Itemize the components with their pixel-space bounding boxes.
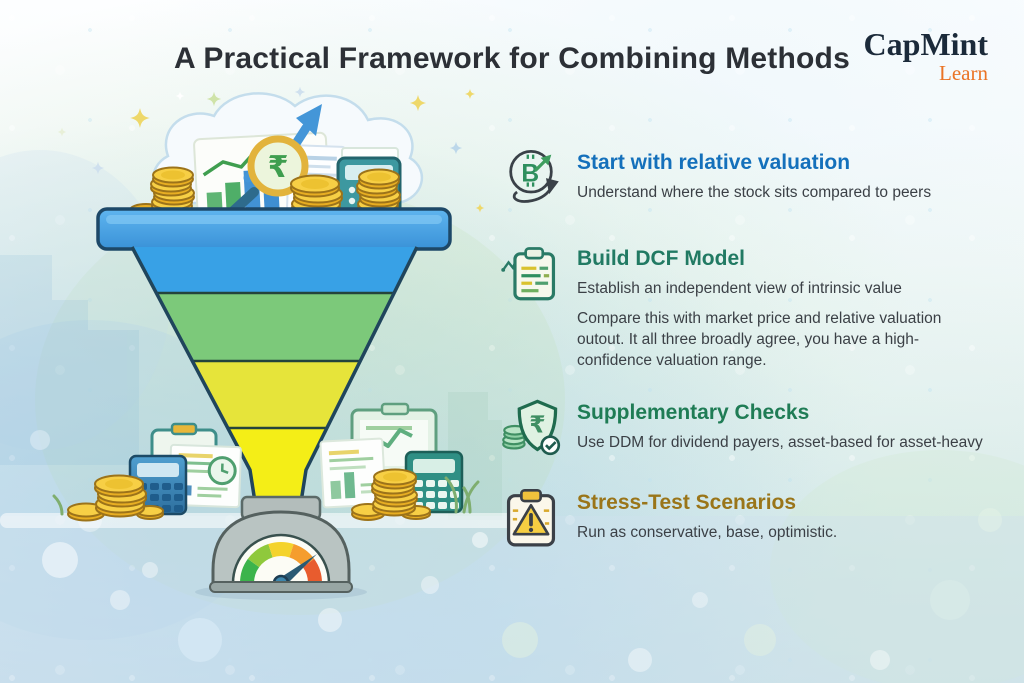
funnel-stage-4 (227, 428, 327, 470)
step-stress-test: Stress-Test Scenarios Run as conservativ… (500, 482, 1007, 547)
step-description: Run as conservative, base, optimistic. (577, 524, 838, 541)
page-title: A Practical Framework for Combining Meth… (174, 42, 850, 75)
brand-name: CapMint (863, 26, 988, 62)
grass (52, 476, 480, 516)
step-title: Supplementary Checks (577, 401, 810, 424)
gauge-segment-5 (302, 558, 322, 584)
step-description: Use DDM for dividend payers, asset-based… (577, 434, 983, 451)
step-paragraph-line: outout. It all three broadly agree, you … (577, 331, 920, 348)
bokeh-dots (30, 430, 1002, 672)
rupee-symbol: ₹ (529, 411, 545, 437)
step-relative-valuation: B Start with relative valuation Understa… (500, 142, 1007, 207)
step-build-dcf: Build DCF Model Establish an independent… (500, 238, 1007, 371)
funnel (96, 207, 452, 504)
shield-rupee-icon: ₹ (502, 399, 561, 456)
gauge-segment-3 (268, 542, 294, 558)
gauge (195, 495, 367, 600)
dcf-clipboard-icon (501, 247, 556, 301)
coin-stack-bottom-left (67, 474, 164, 522)
brand-sub: Learn (939, 61, 988, 85)
currency-b-symbol: B (521, 160, 539, 187)
coin-stack-bottom-right (351, 468, 431, 521)
funnel-stage-3 (192, 361, 361, 428)
step-title: Build DCF Model (577, 247, 745, 270)
stress-test-icon (506, 489, 556, 547)
funnel-neck (250, 470, 306, 502)
step-description: Understand where the stock sits compared… (577, 184, 932, 201)
step-paragraph-line: Compare this with market price and relat… (577, 310, 942, 327)
funnel-stage-1 (132, 247, 417, 293)
step-title: Start with relative valuation (577, 151, 851, 174)
funnel-stage-2 (156, 293, 395, 361)
gauge-segment-1 (240, 558, 260, 584)
rupee-symbol: ₹ (268, 151, 289, 184)
city-silhouette (0, 255, 139, 465)
step-description: Establish an independent view of intrins… (577, 280, 902, 297)
step-paragraph-line: confidence valuation range. (577, 352, 767, 369)
step-title: Stress-Test Scenarios (577, 491, 797, 514)
brand-logo: CapMint Learn (864, 28, 988, 84)
relative-valuation-icon: B (509, 150, 559, 203)
gauge-segment-2 (247, 544, 274, 568)
step-supplementary-checks: ₹ Supplementary Checks Use DDM for divid… (500, 392, 1007, 457)
